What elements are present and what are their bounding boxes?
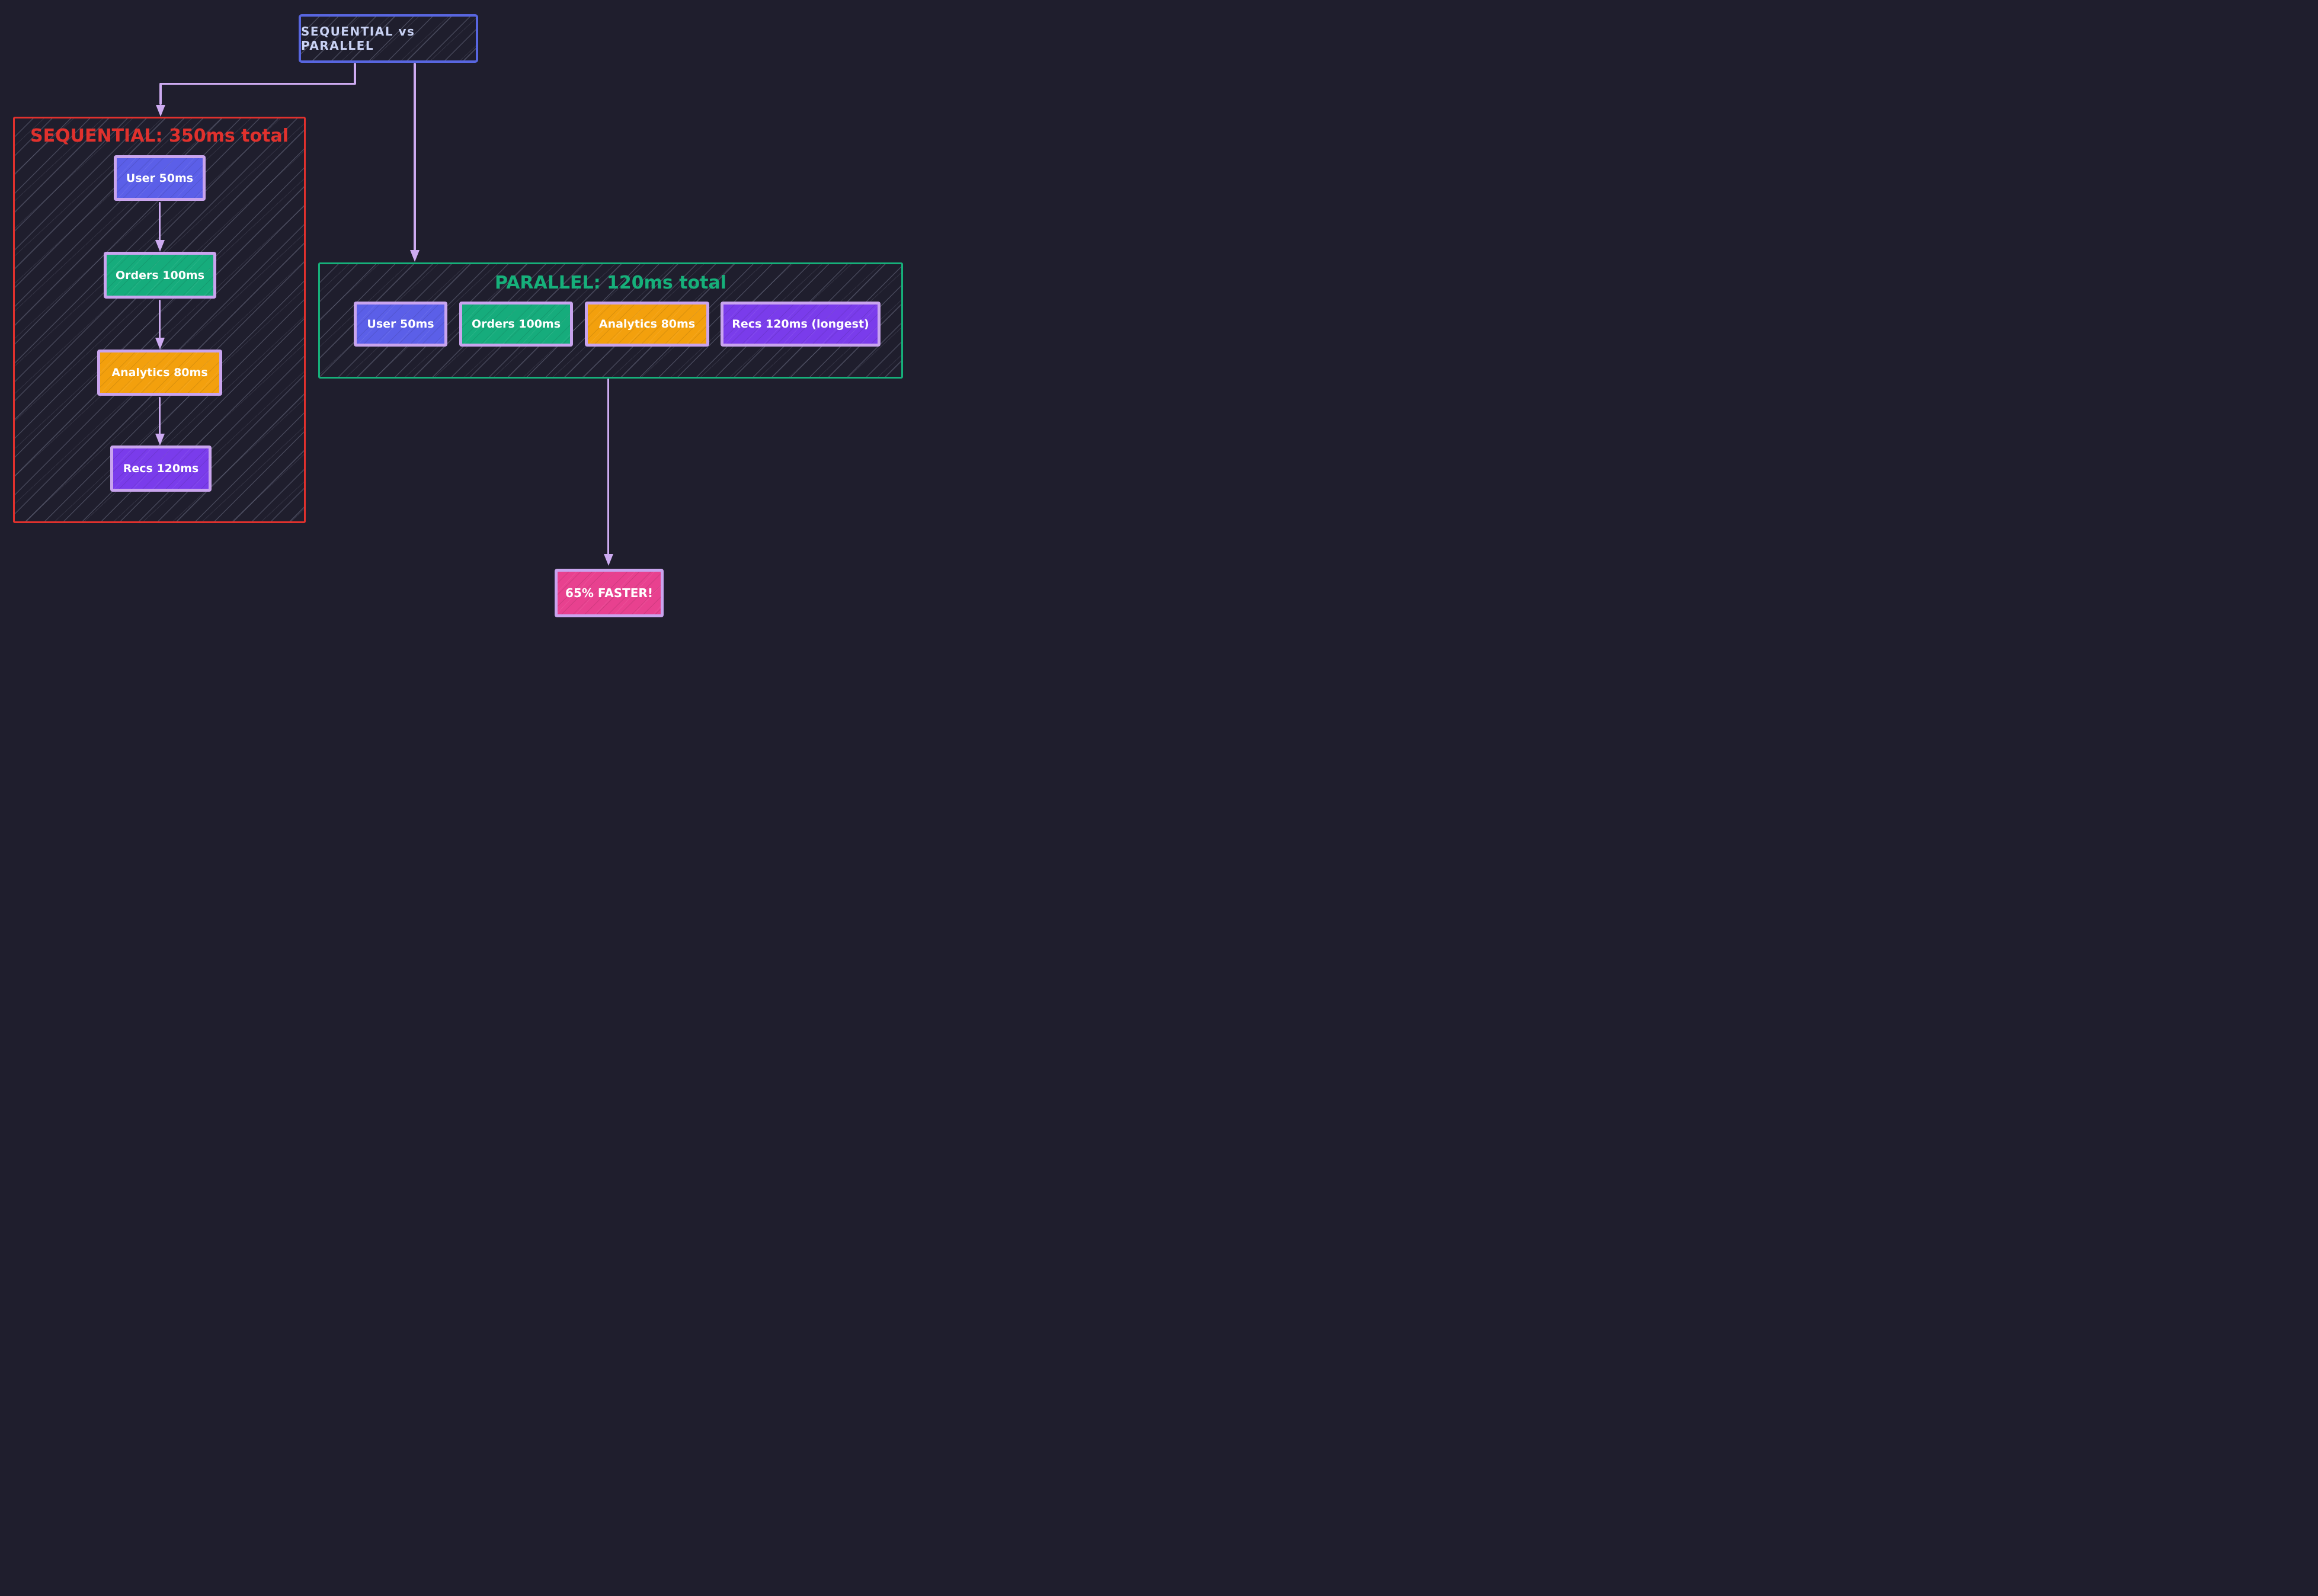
- sequential-title: SEQUENTIAL: 350ms total: [30, 126, 289, 146]
- sequential-box-orders-label: Orders 100ms: [115, 268, 205, 282]
- parallel-box-user: User 50ms: [354, 302, 447, 347]
- arrowhead-orders-to-analytics: [155, 338, 165, 350]
- arrow-orders-to-analytics-line: [158, 300, 161, 339]
- sequential-box-analytics-label: Analytics 80ms: [111, 366, 208, 379]
- sequential-box-user: User 50ms: [114, 155, 206, 201]
- parallel-title: PARALLEL: 120ms total: [494, 273, 727, 293]
- connector-title-to-sequential-segment-2: [159, 82, 356, 85]
- sequential-box-orders: Orders 100ms: [104, 252, 216, 299]
- connector-title-to-sequential-segment-3: [159, 84, 162, 105]
- arrowhead-analytics-to-recs: [155, 434, 165, 446]
- parallel-box-recs: Recs 120ms (longest): [721, 302, 881, 347]
- sequential-box-recs: Recs 120ms: [110, 446, 212, 492]
- parallel-box-orders: Orders 100ms: [459, 302, 573, 347]
- arrowhead-title-to-sequential: [156, 105, 165, 117]
- sequential-box-analytics: Analytics 80ms: [97, 350, 222, 396]
- result-node: 65% FASTER!: [555, 569, 664, 617]
- arrowhead-title-to-parallel: [410, 250, 420, 262]
- connector-title-to-sequential-segment-1: [354, 63, 356, 85]
- sequential-box-recs-label: Recs 120ms: [123, 462, 199, 475]
- arrow-analytics-to-recs-line: [158, 397, 161, 435]
- parallel-box-analytics-label: Analytics 80ms: [598, 318, 696, 331]
- sequential-box-user-label: User 50ms: [126, 171, 194, 185]
- title-label: SEQUENTIAL vs PARALLEL: [301, 24, 415, 53]
- arrowhead-user-to-orders: [155, 240, 165, 252]
- arrow-user-to-orders-line: [158, 202, 161, 241]
- result-label: 65% FASTER!: [565, 586, 653, 600]
- connector-parallel-to-result-segment: [607, 379, 609, 555]
- parallel-box-analytics: Analytics 80ms: [585, 302, 709, 347]
- connector-title-to-parallel-segment: [414, 63, 416, 251]
- parallel-box-orders-label: Orders 100ms: [471, 318, 561, 331]
- parallel-box-user-label: User 50ms: [367, 318, 434, 331]
- title-node: SEQUENTIAL vs PARALLEL: [299, 14, 478, 63]
- arrowhead-parallel-to-result: [603, 554, 613, 566]
- diagram-canvas: SEQUENTIAL vs PARALLEL SEQUENTIAL: 350ms…: [0, 0, 916, 631]
- parallel-box-recs-label: Recs 120ms (longest): [732, 318, 869, 331]
